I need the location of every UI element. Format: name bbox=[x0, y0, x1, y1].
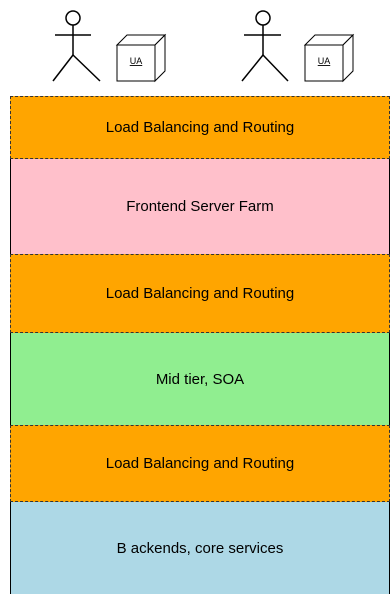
load-balancing-layer-1: Load Balancing and Routing bbox=[10, 96, 390, 159]
user-actor-2 bbox=[241, 10, 289, 82]
user-actor-1 bbox=[52, 10, 101, 82]
ua-label-2: UA bbox=[318, 56, 331, 66]
user-agent-box-1 bbox=[115, 33, 167, 83]
user-agent-box-2 bbox=[303, 33, 355, 83]
layer-label: Frontend Server Farm bbox=[126, 198, 274, 215]
layer-label: Load Balancing and Routing bbox=[105, 285, 295, 302]
backends-core-services-layer: B ackends, core services bbox=[10, 502, 390, 594]
ua-label-1: UA bbox=[130, 56, 143, 66]
load-balancing-layer-3: Load Balancing and Routing bbox=[10, 425, 390, 502]
layer-label: B ackends, core services bbox=[116, 539, 284, 557]
mid-tier-soa-layer: Mid tier, SOA bbox=[10, 333, 390, 425]
actor-head-icon bbox=[255, 10, 271, 26]
layer-label: Load Balancing and Routing bbox=[105, 455, 295, 472]
actor-head-icon bbox=[65, 10, 81, 26]
actors-area: UA UA bbox=[52, 10, 355, 83]
layer-label: Mid tier, SOA bbox=[155, 370, 245, 388]
layer-label: Load Balancing and Routing bbox=[105, 119, 295, 136]
load-balancing-layer-2: Load Balancing and Routing bbox=[10, 254, 390, 333]
frontend-server-farm-layer: Frontend Server Farm bbox=[10, 159, 390, 254]
